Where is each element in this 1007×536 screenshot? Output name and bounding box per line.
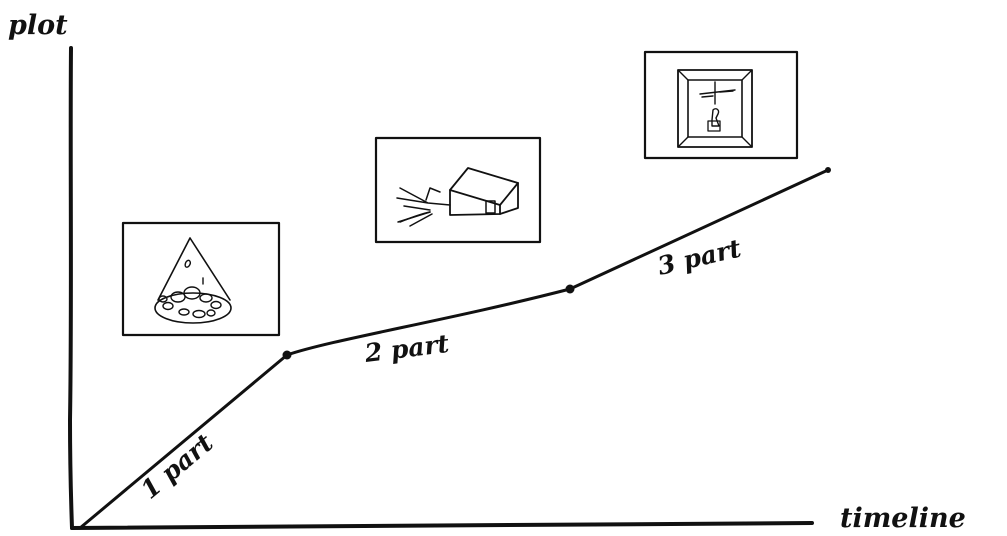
- spotlight-bowl-sketch-icon: [123, 223, 279, 335]
- segment-label-3: 3 part: [655, 233, 744, 280]
- y-axis: [70, 48, 72, 528]
- x-axis-label: timeline: [840, 503, 966, 534]
- transition-point-2: [566, 285, 575, 294]
- y-axis-label: plot: [8, 10, 68, 41]
- window-figure-sketch-icon: [645, 52, 797, 158]
- house-sketch-icon: [376, 138, 540, 242]
- x-axis: [72, 523, 812, 528]
- transition-point-1: [283, 351, 292, 360]
- segment-label-1: 1 part: [135, 428, 219, 505]
- end-point: [825, 167, 831, 173]
